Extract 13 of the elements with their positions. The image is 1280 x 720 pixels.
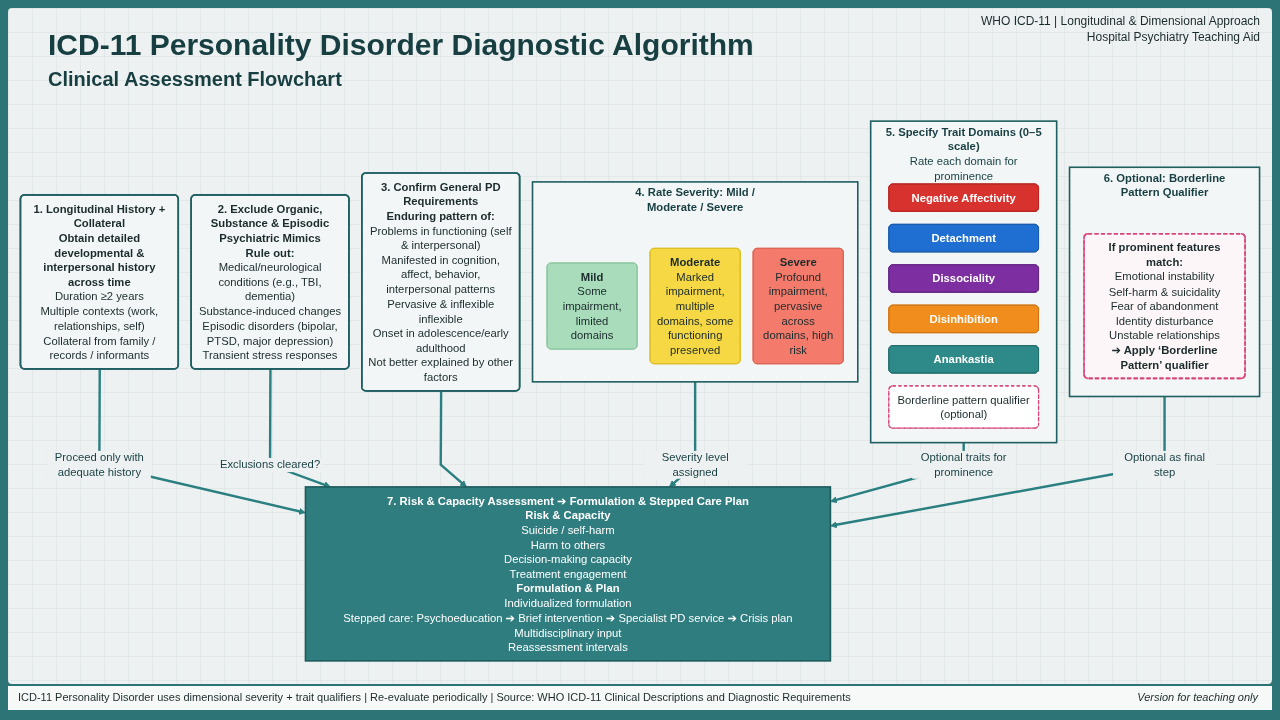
subtitle: Clinical Assessment Flowchart [48,68,342,91]
footer-note: ICD-11 Personality Disorder uses dimensional severity + trait qualifiers | Re-evaluate periodically | Source: WHO ICD-11 Clinical Descriptions and Diagnostic Requirements [18,691,851,703]
edge-label: Severity level assigned [661,450,729,478]
footer-note: Version for teaching only [1137,691,1258,703]
edge-label: Optional as final step [1124,450,1205,478]
node-box: 7. Risk & Capacity Assessment ➔ Formulation & Stepped Care Plan Risk & Capacity Suicide / self-harm Harm to others Decision-making capacity Treatment engagement Formulation & Plan Individualized formulation Stepped care: Psychoeducation ➔ Brief intervention ➔ Specialist PD service ➔ Crisis plan Multidisciplinary input Reassessment intervals [304,486,832,662]
header-note: WHO ICD-11 | Longitudinal & Dimensional Approach [980,14,1260,28]
title: ICD-11 Personality Disorder Diagnostic Algorithm [48,28,754,62]
arrow [439,391,467,488]
header-note: Hospital Psychiatry Teaching Aid [1086,30,1260,44]
edge-label: Exclusions cleared? [219,457,321,471]
edge-label: Proceed only with adequate history [54,450,144,478]
edge-label: Optional traits for prominence [920,450,1007,478]
